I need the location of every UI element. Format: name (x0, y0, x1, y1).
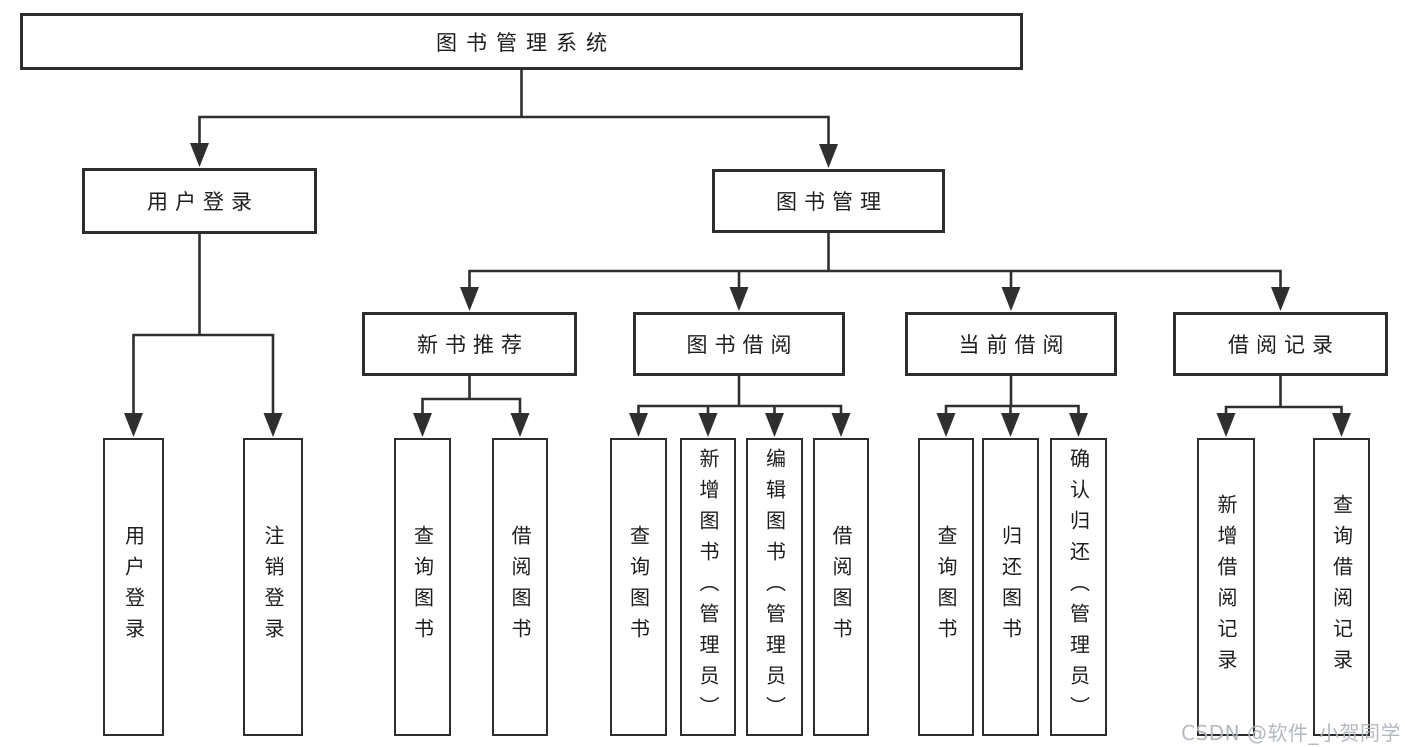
arrowhead-icon (765, 413, 784, 437)
arrowhead-icon (1216, 413, 1236, 437)
connector-current-borrow (944, 374, 1080, 419)
connector-book-borrow (637, 374, 843, 419)
arrowhead-icon (1001, 287, 1021, 311)
node-nb-borrow-book: 借阅图书 (492, 438, 548, 736)
arrowhead-icon (1069, 413, 1088, 437)
connector-book-mgmt (468, 231, 1282, 293)
node-user-login: 用户登录 (103, 438, 164, 736)
node-bb-query-book: 查询图书 (610, 438, 667, 736)
node-root: 图书管理系统 (20, 13, 1023, 70)
arrowhead-icon (510, 413, 530, 437)
arrowhead-icon (819, 144, 838, 168)
arrowhead-icon (124, 413, 143, 437)
node-cb-confirm-return: 确认归还（管理员） (1050, 438, 1107, 736)
node-new-book: 新书推荐 (362, 312, 577, 376)
node-bb-edit-book: 编辑图书（管理员） (746, 438, 803, 736)
node-cb-query-book: 查询图书 (918, 438, 974, 736)
node-bb-add-book: 新增图书（管理员） (680, 438, 736, 736)
node-bb-borrow-book: 借阅图书 (813, 438, 869, 736)
arrowhead-icon (831, 413, 851, 437)
node-current-borrow: 当前借阅 (905, 312, 1117, 376)
connector-borrow-records (1224, 374, 1343, 419)
arrowhead-icon (1271, 287, 1290, 311)
arrowhead-icon (729, 287, 749, 311)
node-borrow-records: 借阅记录 (1173, 312, 1388, 376)
arrowhead-icon (263, 413, 283, 437)
arrowhead-icon (629, 413, 648, 437)
node-book-borrow: 图书借阅 (633, 312, 845, 376)
node-login: 用户登录 (82, 168, 317, 234)
node-br-add-record: 新增借阅记录 (1197, 438, 1255, 736)
arrowhead-icon (698, 413, 718, 437)
node-br-query-record: 查询借阅记录 (1313, 438, 1370, 736)
arrowhead-icon (190, 143, 209, 167)
arrowhead-icon (1332, 413, 1351, 437)
arrowhead-icon (413, 413, 432, 437)
node-nb-query-book: 查询图书 (394, 438, 451, 736)
arrowhead-icon (460, 287, 479, 311)
node-cb-return-book: 归还图书 (982, 438, 1039, 736)
connector-new-book (421, 374, 522, 419)
arrowhead-icon (1001, 413, 1020, 437)
connector-root (198, 68, 830, 150)
node-logout: 注销登录 (243, 438, 303, 736)
connector-login (132, 232, 275, 419)
arrowhead-icon (936, 413, 956, 437)
node-book-mgmt: 图书管理 (712, 169, 945, 233)
